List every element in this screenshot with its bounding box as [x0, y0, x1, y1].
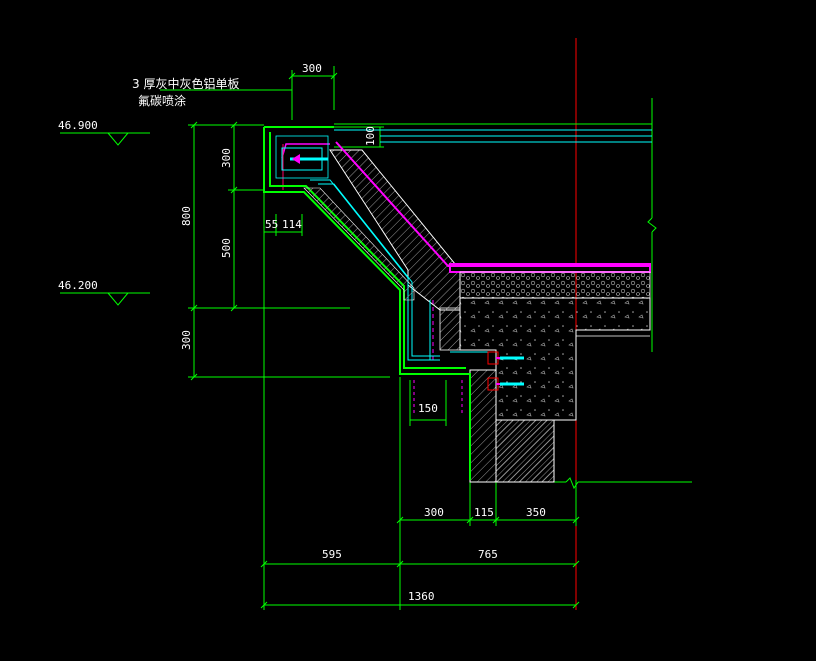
anchors: [292, 154, 500, 391]
dim-350: 350: [526, 506, 546, 519]
dim-left-300-top: 300: [220, 148, 233, 168]
material-note-line2: 氟碳喷涂: [138, 93, 186, 108]
level-mid-label: 46.200: [58, 279, 98, 292]
dim-300: 300: [424, 506, 444, 519]
concrete-structure: [329, 149, 651, 483]
dim-150: 150: [418, 402, 438, 415]
dim-top-width: 300: [302, 62, 322, 75]
dimension-lines: [60, 66, 692, 610]
dim-115: 115: [474, 506, 494, 519]
level-top-label: 46.900: [58, 119, 98, 132]
slope-insulation: [303, 187, 415, 301]
dim-1360: 1360: [408, 590, 435, 603]
dim-left-800: 800: [180, 206, 193, 226]
dim-small-55: 55: [265, 218, 278, 231]
dim-top-vertical: 100: [364, 126, 377, 146]
dim-small-114: 114: [282, 218, 302, 231]
dim-left-300-bottom: 300: [180, 330, 193, 350]
dim-595: 595: [322, 548, 342, 561]
dim-left-500: 500: [220, 238, 233, 258]
material-note-line1: 3 厚灰中灰色铝单板: [132, 76, 239, 91]
dim-765: 765: [478, 548, 498, 561]
